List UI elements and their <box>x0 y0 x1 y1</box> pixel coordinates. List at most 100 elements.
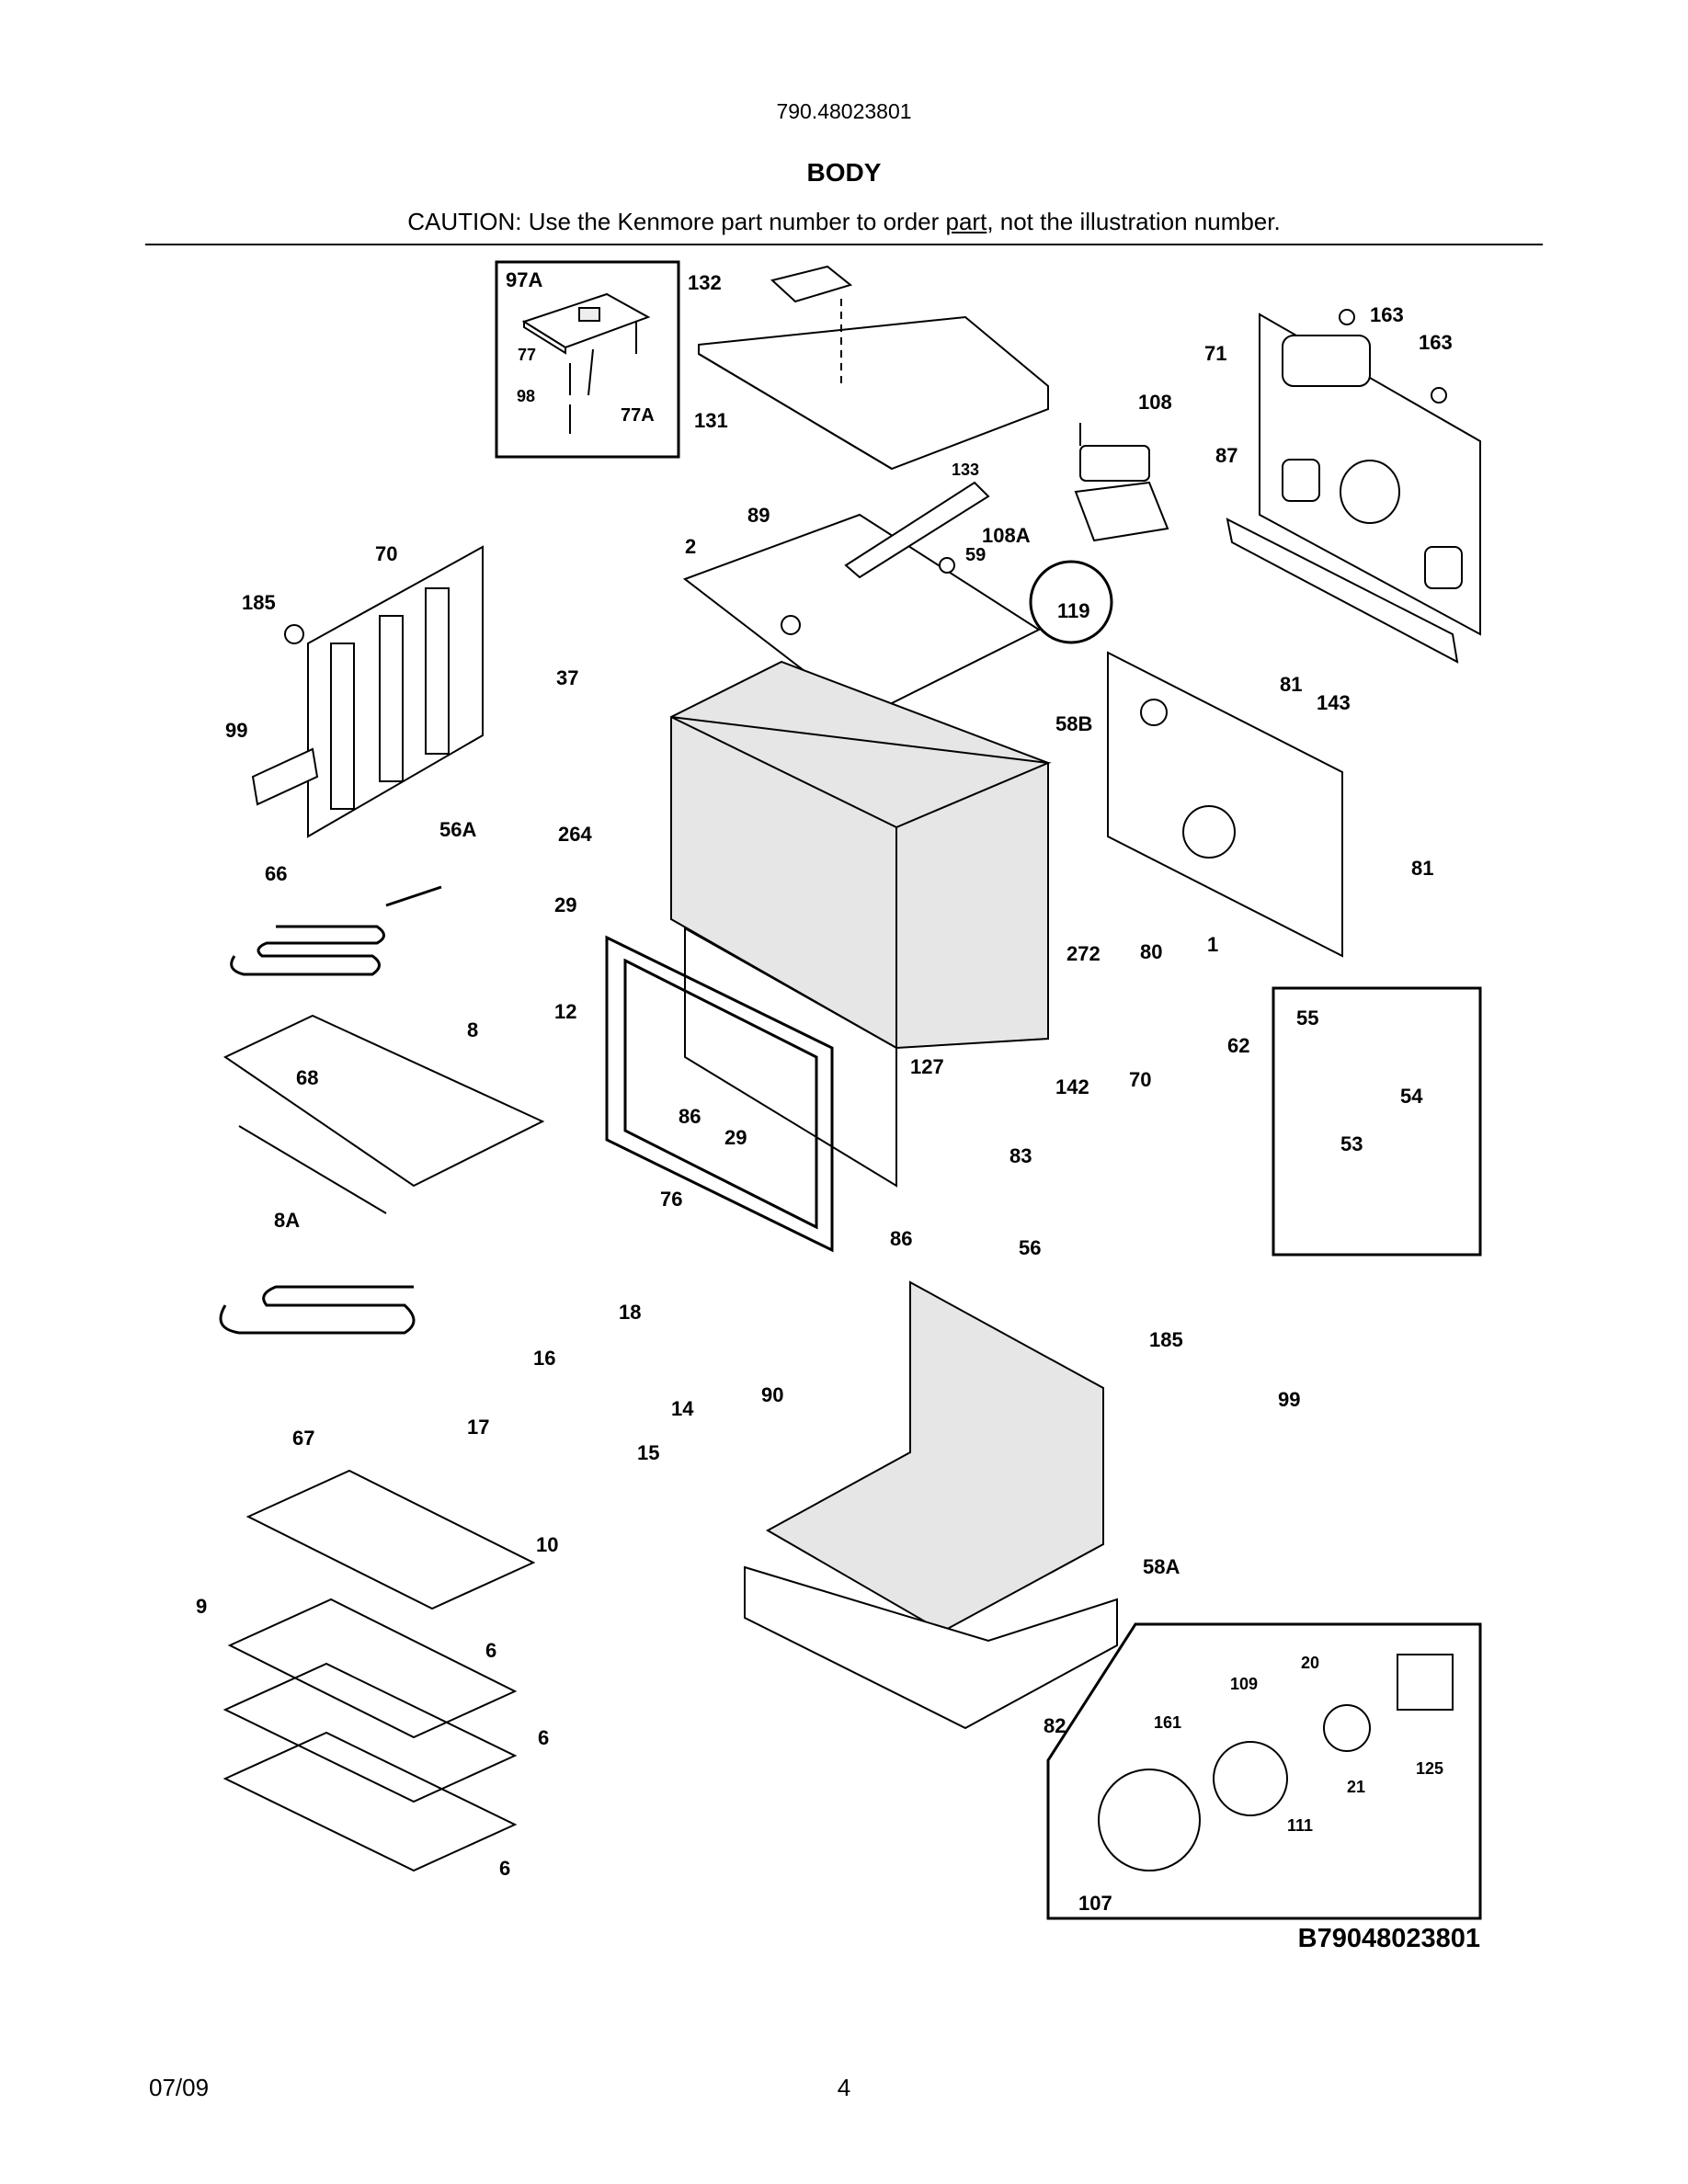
callout-125: 125 <box>1416 1759 1443 1778</box>
callout-8: 8 <box>467 1018 478 1041</box>
callout-77: 77 <box>518 346 536 364</box>
inset-convection-fan-frame <box>1046 1622 1482 1920</box>
callout-6: 6 <box>499 1857 510 1880</box>
callout-81: 81 <box>1280 673 1302 696</box>
revision-date: 07/09 <box>149 2074 210 2101</box>
header-divider <box>145 244 1543 245</box>
callout-29: 29 <box>554 893 576 916</box>
callout-82: 82 <box>1044 1714 1066 1737</box>
callout-20: 20 <box>1301 1654 1319 1672</box>
thermostat-part <box>1029 560 1113 644</box>
callout-58B: 58B <box>1055 712 1092 735</box>
callout-37: 37 <box>556 666 578 689</box>
callout-99: 99 <box>225 719 247 742</box>
callout-86: 86 <box>890 1227 912 1250</box>
callout-15: 15 <box>637 1441 659 1464</box>
callout-53: 53 <box>1340 1132 1363 1155</box>
callout-9: 9 <box>196 1595 207 1618</box>
callout-98: 98 <box>517 387 535 405</box>
left-side-panel <box>251 545 484 838</box>
callout-54: 54 <box>1400 1085 1423 1108</box>
callout-161: 161 <box>1154 1713 1181 1732</box>
callout-163: 163 <box>1370 303 1404 326</box>
convection-fan-assembly <box>1098 1654 1454 1871</box>
callout-71: 71 <box>1204 342 1226 365</box>
callout-81: 81 <box>1411 857 1433 880</box>
callout-8A: 8A <box>274 1209 300 1232</box>
callout-14: 14 <box>671 1397 694 1420</box>
broil-pan-tray <box>222 1014 545 1214</box>
callout-55: 55 <box>1296 1007 1318 1029</box>
callout-16: 16 <box>533 1347 555 1370</box>
inset-frames <box>495 260 1482 1920</box>
control-board-part <box>521 292 651 434</box>
oven-racks <box>222 1469 536 1872</box>
callout-99: 99 <box>1278 1388 1300 1411</box>
inset-control-board-frame <box>495 260 680 459</box>
callout-90: 90 <box>761 1383 783 1406</box>
callout-12: 12 <box>554 1000 576 1023</box>
callout-185: 185 <box>1149 1328 1183 1351</box>
callout-29: 29 <box>724 1126 747 1149</box>
door-frame <box>605 935 834 1253</box>
callout-89: 89 <box>747 504 770 527</box>
callout-58A: 58A <box>1143 1555 1180 1578</box>
callout-131: 131 <box>694 409 728 432</box>
section-title: BODY <box>806 158 882 187</box>
callout-1: 1 <box>1207 933 1218 956</box>
callout-107: 107 <box>1078 1892 1112 1915</box>
callout-70: 70 <box>1129 1068 1151 1091</box>
callout-56: 56 <box>1019 1236 1041 1259</box>
callout-132: 132 <box>688 271 722 294</box>
caution-part-link: part <box>945 208 987 235</box>
broil-element <box>219 1285 416 1335</box>
caution-notice: CAUTION: Use the Kenmore part number to … <box>0 208 1688 236</box>
model-number: 790.48023801 <box>776 99 912 123</box>
callout-143: 143 <box>1317 691 1351 714</box>
callout-17: 17 <box>467 1416 489 1439</box>
callout-111: 111 <box>1287 1816 1313 1835</box>
callout-77A: 77A <box>621 405 655 426</box>
vent-parts <box>1074 423 1169 542</box>
callout-62: 62 <box>1227 1034 1249 1057</box>
caution-text-start: CAUTION: Use the Kenmore part number to … <box>407 208 946 235</box>
bake-element <box>230 885 442 976</box>
callout-272: 272 <box>1066 942 1101 965</box>
callout-97A: 97A <box>506 268 542 291</box>
callout-6: 6 <box>538 1726 549 1749</box>
callout-2: 2 <box>685 535 696 558</box>
callout-68: 68 <box>296 1066 318 1089</box>
callout-119: 119 <box>1057 599 1090 622</box>
inset-probe-frame <box>1272 986 1482 1257</box>
callout-66: 66 <box>265 862 287 885</box>
callout-108: 108 <box>1138 391 1172 414</box>
callout-6: 6 <box>485 1639 496 1662</box>
callout-142: 142 <box>1055 1075 1089 1098</box>
callout-133: 133 <box>952 461 979 479</box>
top-cover-panel <box>698 265 1049 471</box>
caution-text-end: , not the illustration number. <box>987 208 1281 235</box>
bottom-assembly <box>744 1280 1118 1730</box>
callout-67: 67 <box>292 1427 314 1450</box>
callout-70: 70 <box>375 542 397 565</box>
callout-59: 59 <box>965 545 986 565</box>
callout-86: 86 <box>679 1105 701 1128</box>
callout-163: 163 <box>1419 331 1453 354</box>
callout-109: 109 <box>1230 1675 1258 1693</box>
callout-127: 127 <box>910 1055 944 1078</box>
callout-56A: 56A <box>439 818 476 841</box>
callout-labels: 97A 77 98 77A 132 131 163 163 71 108 87 … <box>196 268 1453 1915</box>
callout-76: 76 <box>660 1188 682 1211</box>
callout-21: 21 <box>1347 1778 1365 1796</box>
callout-83: 83 <box>1009 1144 1032 1167</box>
callout-108A: 108A <box>982 524 1031 547</box>
right-back-panel <box>1226 309 1481 664</box>
callout-264: 264 <box>558 823 592 846</box>
callout-18: 18 <box>619 1301 641 1324</box>
callout-87: 87 <box>1215 444 1237 467</box>
callout-185: 185 <box>242 591 276 614</box>
back-panel <box>1107 651 1343 958</box>
oven-cavity <box>670 660 1052 1188</box>
